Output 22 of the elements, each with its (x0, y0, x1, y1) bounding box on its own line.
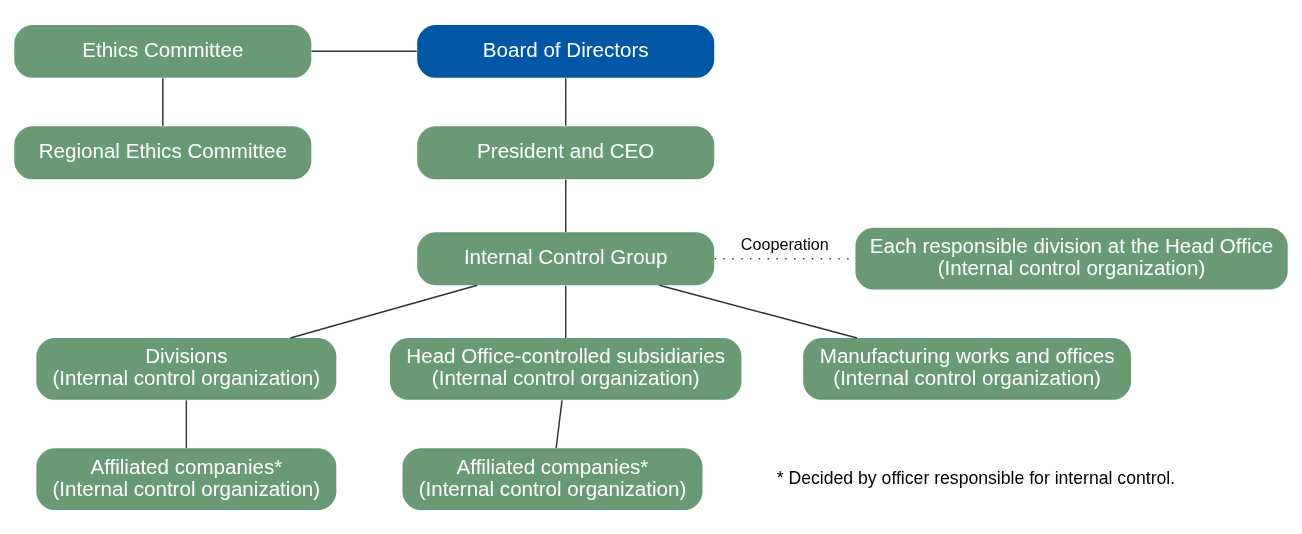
connector (565, 76, 567, 126)
node-box: Internal Control Group (417, 231, 715, 285)
node-box: Ethics Committee (14, 24, 312, 78)
node-box: Manufacturing works and offices (Internal control organization) (803, 337, 1132, 400)
edge-label: Cooperation (740, 234, 829, 253)
node-box: Affiliated companies* (Internal control organization) (402, 447, 703, 510)
connector (565, 178, 567, 233)
node-box: Regional Ethics Committee (14, 125, 312, 179)
node-box: Head Office-controlled subsidiaries (Internal control organization) (390, 337, 742, 400)
connector (565, 284, 567, 339)
node-box: Affiliated companies* (Internal control organization) (36, 447, 337, 510)
connector (289, 283, 478, 339)
node-box: Each responsible division at the Head Office (Internal control organization) (855, 227, 1288, 290)
node-box: Board of Directors (417, 24, 715, 78)
connector (310, 50, 418, 52)
connector (185, 399, 188, 449)
connector (658, 283, 858, 339)
connector (162, 76, 164, 126)
label: * Decided by officer responsible for internal control. (776, 467, 1176, 488)
node-box: President and CEO (417, 125, 715, 179)
connector (555, 399, 563, 449)
node-box: Divisions (Internal control organization) (36, 337, 337, 400)
